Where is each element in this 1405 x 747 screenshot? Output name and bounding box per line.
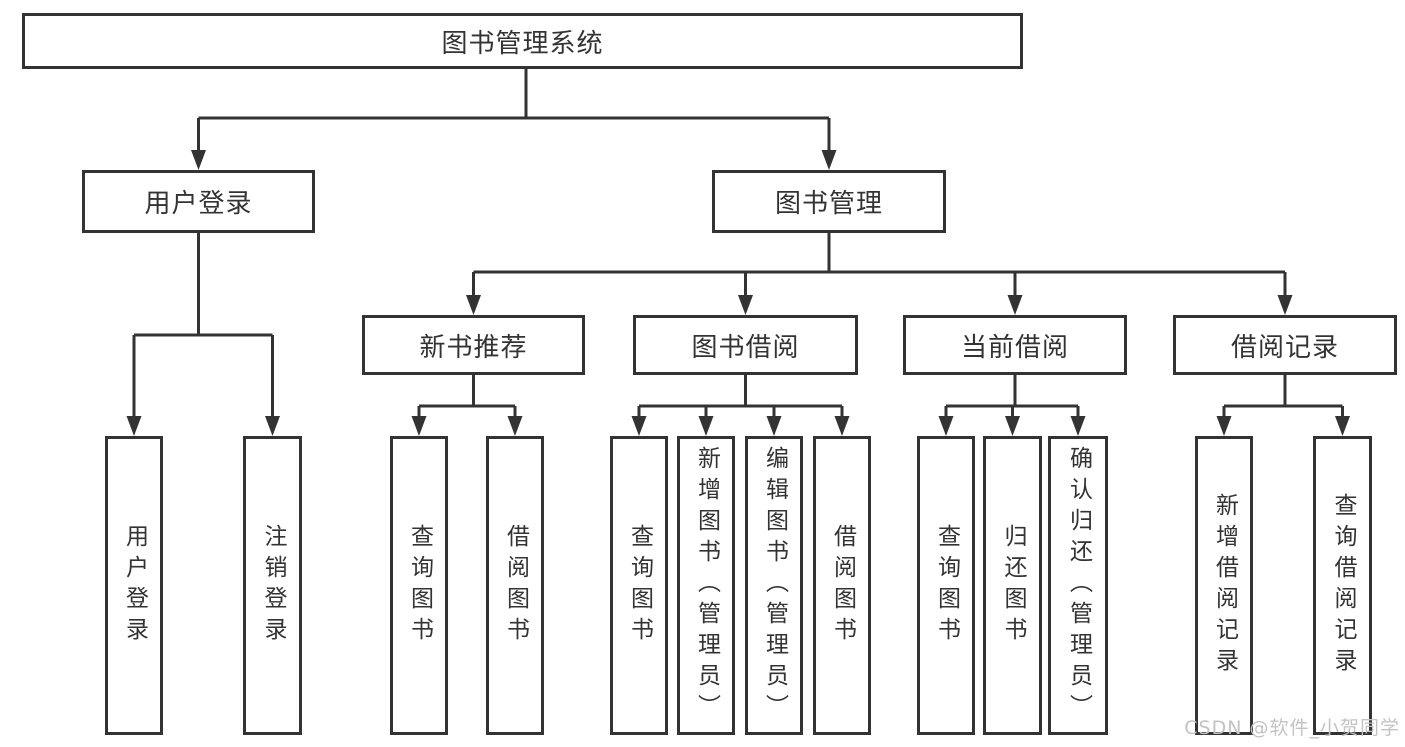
node-borrowing-records: 借阅记录: [1173, 315, 1397, 375]
leaf-borrow-books-1: 借阅图书: [486, 436, 544, 735]
leaf-query-borrow-record-label: 查询借阅记录: [1330, 492, 1356, 679]
arrowheads: [126, 150, 1350, 436]
node-user-login: 用户登录: [82, 170, 315, 233]
leaf-user-login: 用户登录: [105, 436, 163, 735]
node-user-login-label: 用户登录: [144, 189, 253, 219]
node-new-book-recommend-label: 新书推荐: [419, 332, 528, 363]
node-root: 图书管理系统: [22, 13, 1023, 69]
node-book-management-label: 图书管理: [774, 189, 883, 219]
csdn-watermark: CSDN @软件_小贺同学: [1184, 717, 1400, 739]
leaf-logout-label: 注销登录: [260, 523, 286, 648]
leaf-query-books-1: 查询图书: [390, 436, 448, 735]
leaf-borrow-books-2: 借阅图书: [813, 436, 871, 735]
leaf-edit-book-admin: 编辑图书（管理员）: [745, 436, 803, 735]
leaf-user-login-label: 用户登录: [121, 523, 148, 648]
node-root-label: 图书管理系统: [441, 28, 604, 59]
leaf-logout: 注销登录: [243, 436, 302, 735]
leaf-return-books-label: 归还图书: [1000, 523, 1026, 648]
leaf-borrow-books-1-label: 借阅图书: [502, 523, 529, 648]
leaf-add-borrow-record-label: 新增借阅记录: [1211, 492, 1238, 679]
leaf-confirm-return-admin-label: 确认归还（管理员）: [1065, 446, 1092, 725]
leaf-query-books-2-label: 查询图书: [626, 523, 653, 648]
node-book-management: 图书管理: [712, 170, 946, 233]
node-book-borrowing-label: 图书借阅: [691, 332, 800, 363]
leaf-add-borrow-record: 新增借阅记录: [1195, 436, 1253, 735]
leaf-query-books-3-label: 查询图书: [933, 523, 960, 648]
leaf-query-books-3: 查询图书: [917, 436, 975, 735]
node-current-borrowing: 当前借阅: [903, 315, 1127, 375]
leaf-edit-book-admin-label: 编辑图书（管理员）: [761, 446, 788, 725]
node-new-book-recommend: 新书推荐: [362, 315, 585, 375]
node-current-borrowing-label: 当前借阅: [960, 332, 1069, 363]
leaf-borrow-books-2-label: 借阅图书: [829, 523, 856, 648]
leaf-query-books-1-label: 查询图书: [406, 523, 433, 648]
leaf-add-book-admin-label: 新增图书（管理员）: [693, 446, 720, 725]
leaf-return-books: 归还图书: [983, 436, 1042, 735]
node-book-borrowing: 图书借阅: [633, 315, 858, 375]
leaf-confirm-return-admin: 确认归还（管理员）: [1048, 436, 1108, 735]
leaf-add-book-admin: 新增图书（管理员）: [677, 436, 735, 735]
leaf-query-books-2: 查询图书: [610, 436, 668, 735]
node-borrowing-records-label: 借阅记录: [1230, 332, 1339, 363]
leaf-query-borrow-record: 查询借阅记录: [1313, 436, 1372, 735]
